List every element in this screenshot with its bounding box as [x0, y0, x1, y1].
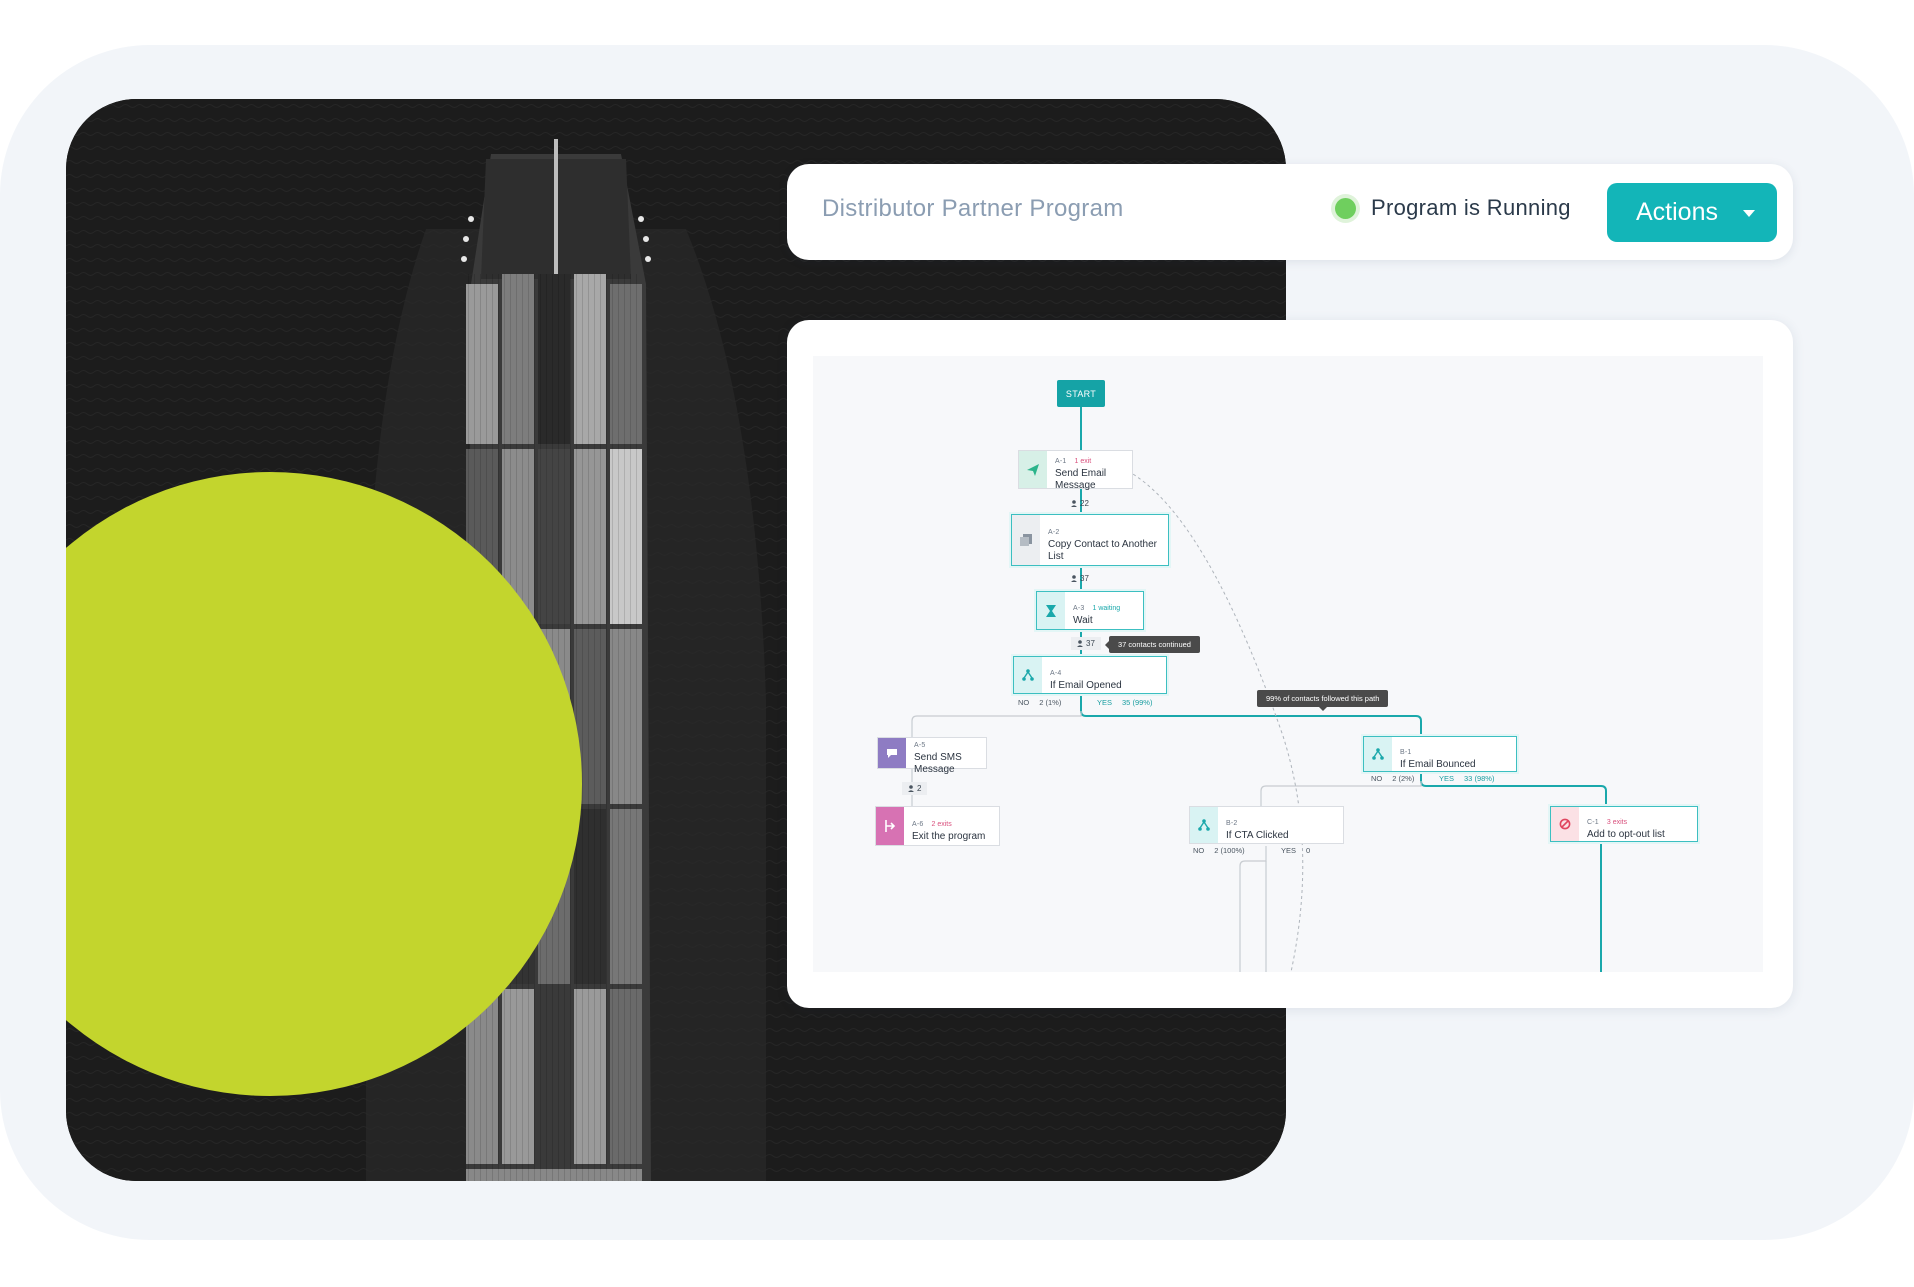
- program-title: Distributor Partner Program: [822, 195, 1124, 222]
- count-value: 22: [1080, 499, 1089, 508]
- branch-no-count: 2 (100%): [1214, 846, 1245, 855]
- flow-node-a1[interactable]: A-1 1 exit Send Email Message: [1018, 450, 1133, 491]
- node-badge: 3 exits: [1606, 818, 1628, 826]
- node-id: B-1: [1400, 748, 1412, 756]
- branch-yes-label: YES: [1281, 846, 1297, 855]
- flow-node-a3[interactable]: A-3 1 waiting Wait: [1036, 591, 1144, 630]
- branch-no-count: 2 (2%): [1392, 774, 1415, 783]
- node-badge: 1 waiting: [1092, 605, 1121, 612]
- node-id: A-2: [1048, 528, 1060, 536]
- branch-no-b2: NO 2 (100%): [1193, 846, 1245, 855]
- branch-yes-a4: YES 35 (99%): [1097, 698, 1152, 707]
- node-id: A-3: [1073, 605, 1085, 612]
- actions-button-label: Actions: [1636, 198, 1718, 226]
- node-label: If CTA Clicked: [1226, 829, 1289, 841]
- flow-node-a6[interactable]: A-6 2 exits Exit the program: [875, 806, 1000, 846]
- count-badge: 2: [902, 782, 928, 795]
- program-header: Distributor Partner Program Program is R…: [787, 164, 1793, 260]
- node-id: A-6: [912, 820, 924, 828]
- node-label: If Email Bounced: [1400, 758, 1476, 770]
- flow-node-b1[interactable]: B-1 If Email Bounced: [1363, 736, 1517, 772]
- branch-icon: [1014, 657, 1042, 693]
- branch-yes-label: YES: [1439, 774, 1455, 783]
- branch-no-label: NO: [1371, 774, 1383, 783]
- node-label: Exit the program: [912, 830, 986, 842]
- branch-yes-b1: YES 33 (98%): [1439, 774, 1494, 783]
- branch-no-label: NO: [1018, 698, 1030, 707]
- branch-yes-count: 35 (99%): [1122, 698, 1153, 707]
- node-label: If Email Opened: [1050, 679, 1122, 691]
- sms-icon: [878, 738, 906, 768]
- count-badge: 37: [1071, 637, 1101, 650]
- count-value: 37: [1080, 574, 1089, 583]
- count-value: 2: [917, 784, 922, 793]
- node-id: A-5: [914, 741, 926, 749]
- hourglass-icon: [1037, 592, 1065, 629]
- flow-node-c1[interactable]: C-1 3 exits Add to opt-out list: [1550, 806, 1698, 842]
- branch-yes-b2: YES 0: [1281, 846, 1310, 855]
- exit-icon: [876, 807, 904, 845]
- node-label: Send Email Message: [1055, 468, 1107, 491]
- flow-node-b2[interactable]: B-2 If CTA Clicked: [1189, 806, 1344, 844]
- count-value: 37: [1086, 639, 1095, 648]
- branch-yes-label: YES: [1097, 698, 1113, 707]
- flow-connectors: [911, 407, 1607, 972]
- tooltip-continued: 37 contacts continued: [1105, 636, 1200, 653]
- node-badge: 2 exits: [931, 820, 952, 828]
- branch-no-label: NO: [1193, 846, 1205, 855]
- flow-canvas[interactable]: START A-1 1 exit Send Email Message 22 A-…: [813, 356, 1763, 972]
- branch-icon: [1364, 737, 1392, 771]
- branch-yes-count: 33 (98%): [1464, 774, 1495, 783]
- node-label: Wait: [1073, 615, 1093, 626]
- copy-list-icon: [1012, 515, 1040, 565]
- block-icon: [1551, 807, 1579, 841]
- flow-node-a5[interactable]: A-5 Send SMS Message: [877, 737, 987, 775]
- flow-node-a2[interactable]: A-2 Copy Contact to Another List: [1011, 514, 1169, 566]
- actions-button[interactable]: Actions: [1607, 183, 1777, 242]
- send-icon: [1019, 451, 1047, 488]
- node-id: B-2: [1226, 819, 1238, 827]
- count-badge: 22: [1071, 499, 1089, 508]
- branch-yes-count: 0: [1306, 846, 1311, 855]
- count-badge: 37: [1071, 574, 1089, 583]
- tooltip-path: 99% of contacts followed this path: [1257, 690, 1389, 711]
- node-id: A-4: [1050, 669, 1062, 677]
- branch-icon: [1190, 807, 1218, 843]
- node-id: A-1: [1055, 458, 1067, 465]
- status-text: Program is Running: [1371, 195, 1571, 220]
- node-id: C-1: [1587, 818, 1599, 826]
- branch-no-a4: NO 2 (1%): [1018, 698, 1061, 707]
- branch-no-count: 2 (1%): [1039, 698, 1062, 707]
- node-label: Send SMS Message: [914, 751, 962, 775]
- node-label: Copy Contact to Another List: [1048, 538, 1157, 562]
- node-label: Add to opt-out list: [1587, 828, 1665, 840]
- start-node[interactable]: START: [1057, 380, 1105, 407]
- chevron-down-icon: [1743, 210, 1755, 217]
- flow-node-a4[interactable]: A-4 If Email Opened: [1013, 656, 1167, 694]
- flow-card: START A-1 1 exit Send Email Message 22 A-…: [787, 320, 1793, 1008]
- status-dot-icon: [1335, 197, 1356, 219]
- node-badge: 1 exit: [1074, 458, 1092, 465]
- branch-no-b1: NO 2 (2%): [1371, 774, 1414, 783]
- program-status: Program is Running: [1335, 195, 1571, 221]
